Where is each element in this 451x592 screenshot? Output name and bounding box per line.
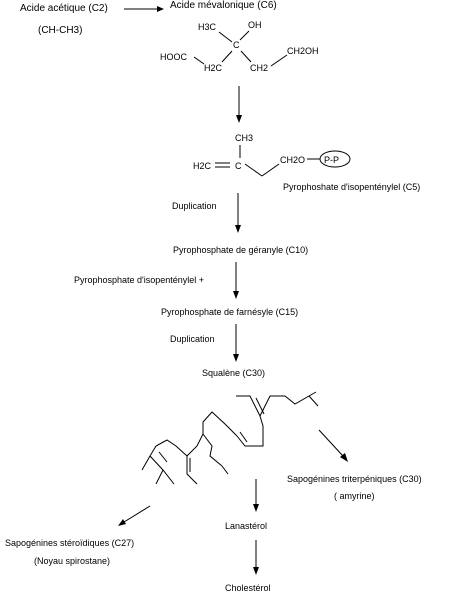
arrow-to-steroidic bbox=[123, 505, 151, 523]
double-bond bbox=[158, 451, 168, 463]
atom-c: C bbox=[233, 40, 240, 50]
cholesterol-label: Cholestérol bbox=[225, 583, 271, 592]
acetic-acid-formula: (CH-CH3) bbox=[38, 25, 82, 36]
duplication-label-2: Duplication bbox=[170, 334, 215, 344]
pyrophosphate-ellipse bbox=[319, 150, 351, 168]
arrow-to-triterpenic bbox=[318, 429, 344, 457]
atom-ch2: CH2 bbox=[250, 63, 268, 73]
double-bond bbox=[255, 397, 265, 415]
arrowhead bbox=[253, 504, 259, 512]
arrowhead bbox=[236, 115, 242, 123]
arrowhead bbox=[157, 6, 164, 12]
lanosterol-label: Lanastérol bbox=[225, 521, 267, 531]
double-bond bbox=[239, 431, 248, 443]
bond bbox=[261, 163, 280, 177]
steroidic-label: Sapogénines stéroïdiques (C27) bbox=[5, 538, 134, 548]
ipp-structure: CH3 H2C C CH2O P-P bbox=[193, 133, 351, 177]
bond bbox=[218, 31, 233, 43]
bond bbox=[155, 469, 164, 485]
bond bbox=[244, 163, 263, 177]
acetic-acid-label: Acide acétique (C2) bbox=[20, 3, 108, 14]
bond bbox=[221, 465, 229, 475]
triterpenic-label: Sapogénines triterpéniques (C30) bbox=[287, 474, 422, 484]
arrowhead bbox=[233, 354, 239, 362]
ipp-label: Pyrophoshate d'isopenténylel (C5) bbox=[283, 182, 420, 192]
bond bbox=[236, 391, 317, 418]
squalene-structure bbox=[141, 391, 319, 485]
atom-c: C bbox=[235, 161, 242, 171]
atom-ch2oh: CH2OH bbox=[287, 46, 319, 56]
farnesyl-label: Pyrophosphate de farnésyle (C15) bbox=[161, 307, 298, 317]
bond bbox=[149, 439, 188, 485]
atom-h2c: H2C bbox=[193, 161, 212, 171]
bond bbox=[193, 56, 205, 65]
bond bbox=[236, 415, 264, 447]
duplication-label-1: Duplication bbox=[172, 201, 217, 211]
geranyl-label: Pyrophosphate de géranyle (C10) bbox=[173, 245, 308, 255]
bond bbox=[240, 50, 252, 63]
spirostane-label: (Noyau spirostane) bbox=[34, 556, 110, 566]
bond bbox=[221, 50, 233, 63]
atom-h3c: H3C bbox=[198, 22, 217, 32]
atom-ch2o: CH2O bbox=[280, 155, 305, 165]
bond bbox=[270, 54, 288, 67]
atom-hooc: HOOC bbox=[160, 52, 188, 62]
atom-oh: OH bbox=[248, 20, 262, 30]
bond bbox=[186, 433, 204, 485]
arrowhead bbox=[233, 291, 239, 299]
arrowhead bbox=[253, 567, 259, 575]
atom-h2c: H2C bbox=[204, 63, 223, 73]
atom-ch3: CH3 bbox=[235, 133, 253, 143]
arrowhead bbox=[340, 453, 348, 462]
arrowhead bbox=[118, 519, 126, 526]
bond bbox=[202, 411, 238, 467]
amyrine-label: ( amyrine) bbox=[334, 491, 375, 501]
bond bbox=[141, 455, 151, 471]
squalene-label: Squalène (C30) bbox=[202, 368, 265, 378]
arrowhead bbox=[235, 225, 241, 233]
bond bbox=[239, 30, 250, 41]
bond bbox=[308, 395, 319, 407]
mevalonate-structure: H3C OH C HOOC H2C CH2 CH2OH bbox=[160, 20, 319, 73]
atom-pp: P-P bbox=[324, 155, 339, 165]
mevalonic-acid-label: Acide mévalonique (C6) bbox=[170, 0, 277, 11]
add-ipp-label: Pyrophosphate d'isopenténylel + bbox=[74, 275, 204, 285]
